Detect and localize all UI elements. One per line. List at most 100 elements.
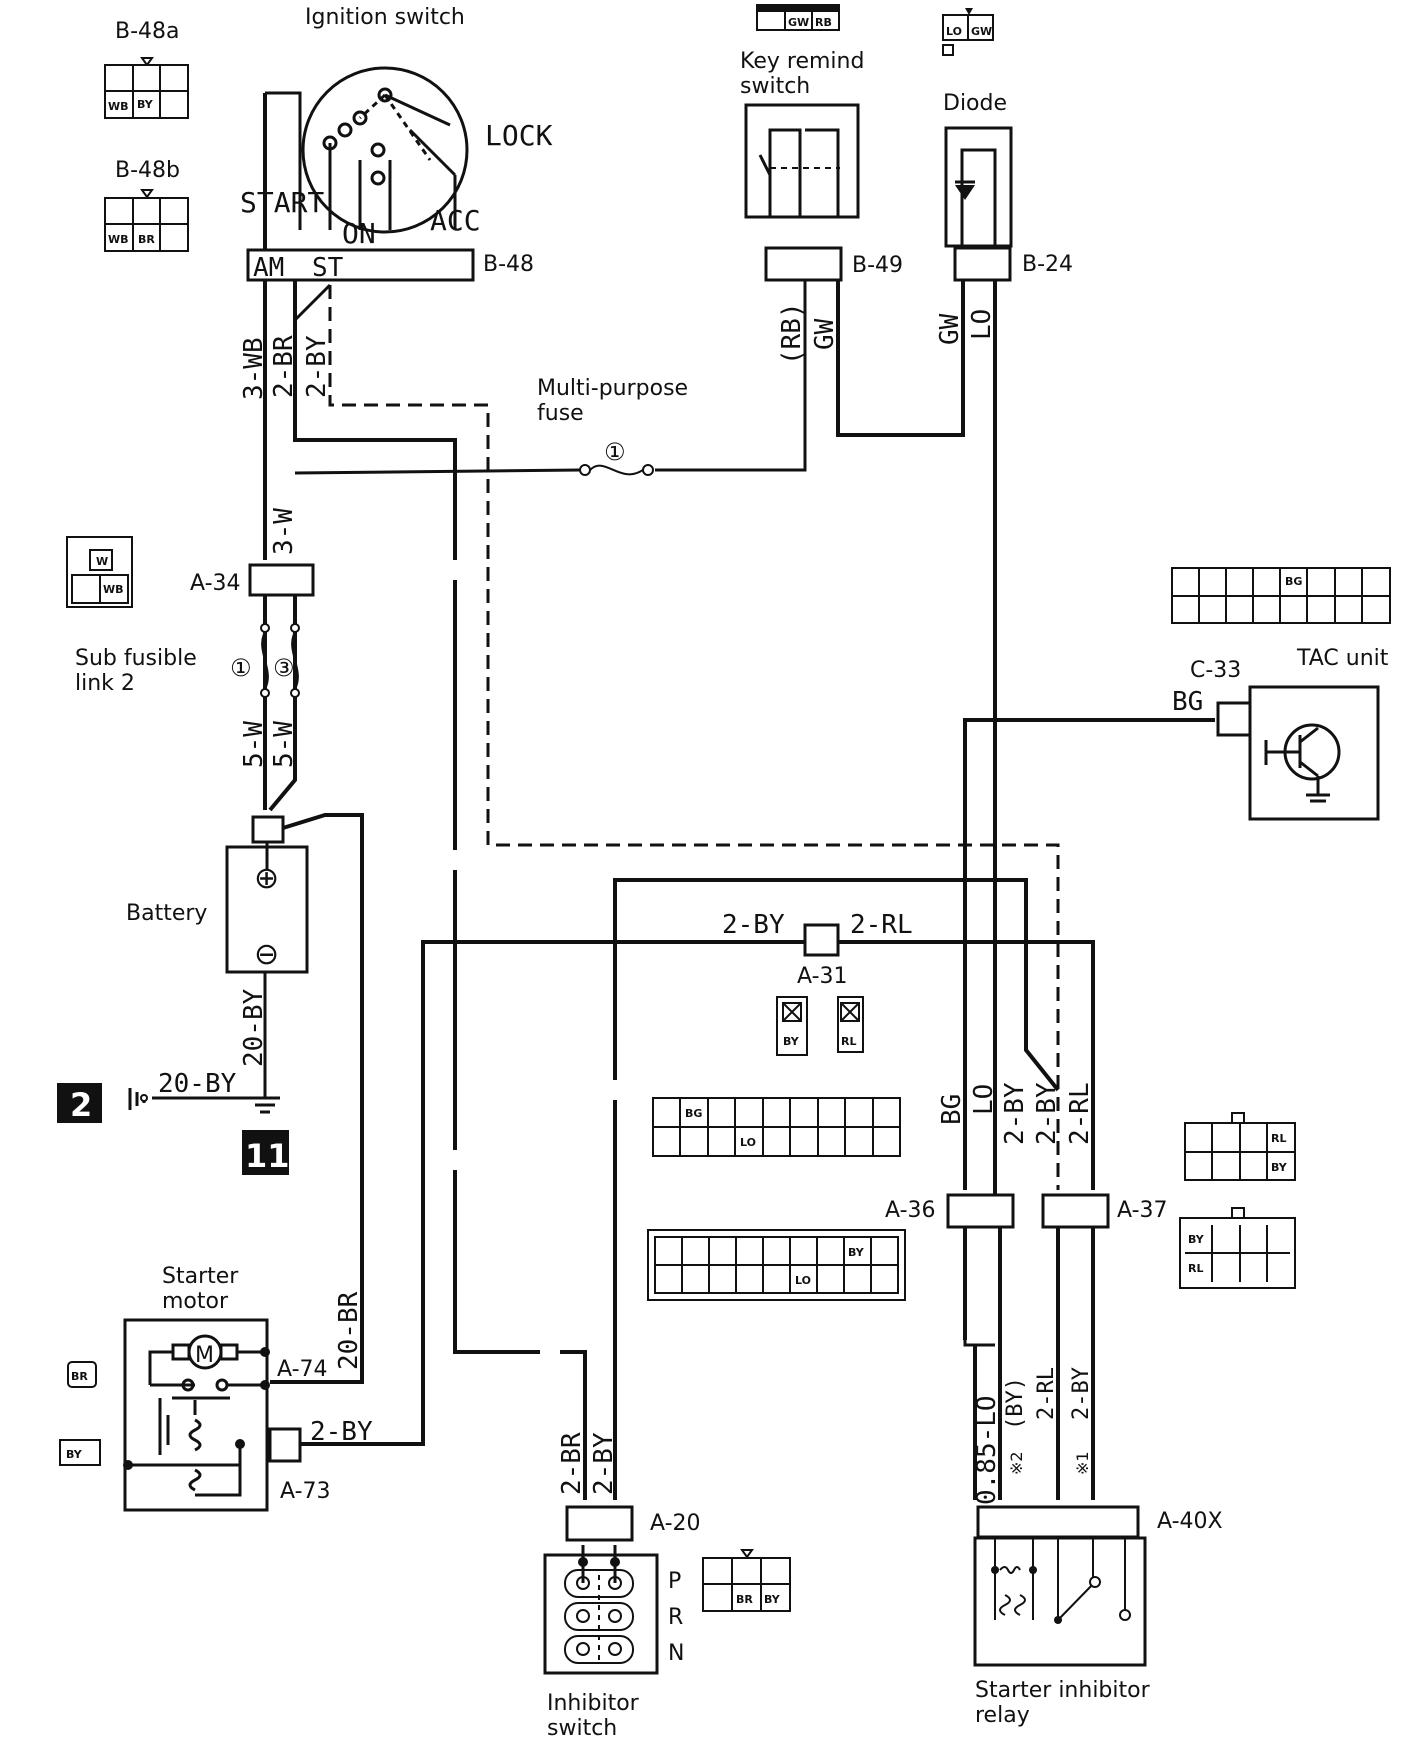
svg-text:3-W: 3-W xyxy=(269,508,299,555)
svg-text:RB: RB xyxy=(815,16,832,29)
svg-text:BR: BR xyxy=(138,233,155,246)
relay-title-2: relay xyxy=(975,1703,1030,1728)
svg-text:BR: BR xyxy=(71,1370,88,1383)
svg-text:20-BY: 20-BY xyxy=(158,1069,237,1099)
diode-icon xyxy=(955,185,975,200)
acc-position-label: ACC xyxy=(430,204,481,237)
b48a-label: B-48a xyxy=(115,19,180,44)
svg-text:(RB): (RB) xyxy=(777,302,807,365)
inhibitor-title-1: Inhibitor xyxy=(547,1691,640,1716)
b48-label: B-48 xyxy=(483,252,534,277)
starter-inhibitor-relay: A-40X Starter inhibitor relay xyxy=(973,1505,1223,1728)
svg-text:GW: GW xyxy=(971,25,992,38)
transistor-icon xyxy=(1264,723,1341,803)
ignition-connector-block xyxy=(246,248,475,282)
a74-label: A-74 xyxy=(277,1357,328,1382)
svg-text:Sub fusible: Sub fusible xyxy=(75,646,197,671)
b24-label: B-24 xyxy=(1022,252,1073,277)
inhibitor-switch: 2-BR 2-BY A-20 P R N Inhibitor switch BR… xyxy=(543,1432,791,1741)
svg-text:BY: BY xyxy=(764,1593,781,1606)
ground-ref-box-11 xyxy=(242,1130,289,1175)
a31-label: A-31 xyxy=(797,964,848,989)
svg-text:BR: BR xyxy=(736,1593,753,1606)
a31-connector: 2-BY 2-RL A-31 BY RL xyxy=(722,910,913,1056)
multipurpose-fuse: Multi-purpose fuse ① xyxy=(537,376,688,476)
svg-text:(BY): (BY) xyxy=(1003,1377,1028,1430)
a34-connector: W WB A-34 xyxy=(66,536,315,608)
a20-label: A-20 xyxy=(650,1511,701,1536)
svg-text:BG: BG xyxy=(1172,687,1203,717)
svg-text:①: ① xyxy=(604,438,626,466)
svg-text:BY: BY xyxy=(783,1035,800,1048)
tac-unit: BG TAC unit C-33 BG xyxy=(1171,567,1391,821)
svg-text:0.85-LO: 0.85-LO xyxy=(972,1395,1002,1505)
svg-text:2-BY: 2-BY xyxy=(1069,1367,1094,1420)
svg-text:2-BY: 2-BY xyxy=(1032,1082,1062,1145)
svg-text:2-BY: 2-BY xyxy=(1000,1082,1030,1145)
svg-text:BY: BY xyxy=(66,1448,83,1461)
b48a-connector: B-48a WB BY xyxy=(104,19,189,119)
b48b-connector: B-48b WB BR xyxy=(104,158,189,252)
svg-text:2-BR: 2-BR xyxy=(269,335,299,398)
a37-label: A-37 xyxy=(1117,1198,1168,1223)
svg-text:WB: WB xyxy=(108,233,129,246)
svg-text:WB: WB xyxy=(103,583,124,596)
ignition-switch: Ignition switch LOCK START ON ACC AM ST … xyxy=(240,5,553,283)
svg-text:2-RL: 2-RL xyxy=(1034,1367,1059,1420)
c33-label: C-33 xyxy=(1190,658,1241,683)
am-terminal-label: AM xyxy=(253,253,284,283)
upper-wire-labels: 3-WB 2-BR 2-BY (RB) GW GW LO 3-W 5-W 5-W xyxy=(239,302,997,768)
svg-text:BY: BY xyxy=(1271,1161,1288,1174)
svg-text:11: 11 xyxy=(245,1137,290,1175)
ignition-rotor-icon xyxy=(301,66,469,234)
starter-motor: Starter motor M A-74 xyxy=(59,1264,373,1512)
svg-text:BG: BG xyxy=(937,1094,967,1125)
svg-text:BY: BY xyxy=(137,98,154,111)
svg-text:N: N xyxy=(668,1641,684,1666)
wires xyxy=(152,91,1215,1500)
svg-text:BG: BG xyxy=(685,1107,702,1120)
svg-text:BY: BY xyxy=(1188,1233,1205,1246)
svg-text:LO: LO xyxy=(969,1084,999,1115)
svg-text:RL: RL xyxy=(1188,1262,1203,1275)
svg-text:※2: ※2 xyxy=(1007,1451,1026,1475)
svg-text:2-BY: 2-BY xyxy=(310,1417,373,1447)
svg-text:20-BY: 20-BY xyxy=(239,988,269,1067)
a40x-label: A-40X xyxy=(1157,1509,1223,1534)
svg-text:RL: RL xyxy=(1271,1132,1286,1145)
svg-text:2-RL: 2-RL xyxy=(850,910,913,940)
diode-title: Diode xyxy=(943,91,1007,116)
starter-motor-title-1: Starter xyxy=(162,1264,239,1289)
svg-text:①: ① xyxy=(230,654,252,682)
diode: LO GW Diode B-24 xyxy=(942,8,1073,282)
svg-text:③: ③ xyxy=(273,654,295,682)
fuse-icon xyxy=(589,464,644,476)
svg-text:M: M xyxy=(195,1343,214,1368)
st-terminal-label: ST xyxy=(312,253,344,283)
svg-text:2-BY: 2-BY xyxy=(302,335,332,398)
svg-text:link 2: link 2 xyxy=(75,671,135,696)
svg-text:⊖: ⊖ xyxy=(254,937,279,972)
tac-unit-title: TAC unit xyxy=(1296,646,1389,671)
svg-text:LO: LO xyxy=(795,1274,811,1287)
a34-label: A-34 xyxy=(190,571,241,596)
svg-text:2-BY: 2-BY xyxy=(589,1432,619,1495)
svg-text:LO: LO xyxy=(946,25,962,38)
a36-connector-views: BG LO BY LO A-36 xyxy=(647,1097,1015,1301)
svg-text:RL: RL xyxy=(841,1035,856,1048)
svg-text:LO: LO xyxy=(967,309,997,340)
svg-text:BY: BY xyxy=(848,1246,865,1259)
svg-text:WB: WB xyxy=(108,100,129,113)
ground-icon xyxy=(128,1088,280,1114)
middle-wire-labels: BG LO 2-BY 2-BY 2-RL 0.85-LO (BY) 2-RL 2… xyxy=(937,1082,1095,1505)
inhibitor-title-2: switch xyxy=(547,1716,617,1741)
on-position-label: ON xyxy=(342,217,376,250)
start-position-label: START xyxy=(240,186,324,219)
key-remind-switch: GW RB Key remind switch B-49 xyxy=(740,4,903,282)
svg-text:W: W xyxy=(96,555,108,568)
svg-text:GW: GW xyxy=(935,313,965,345)
fusible-link-icon xyxy=(261,631,269,690)
battery: Battery ⊕ ⊖ 20-BY 20-BY 2 11 xyxy=(57,815,309,1175)
a73-label: A-73 xyxy=(280,1479,331,1504)
